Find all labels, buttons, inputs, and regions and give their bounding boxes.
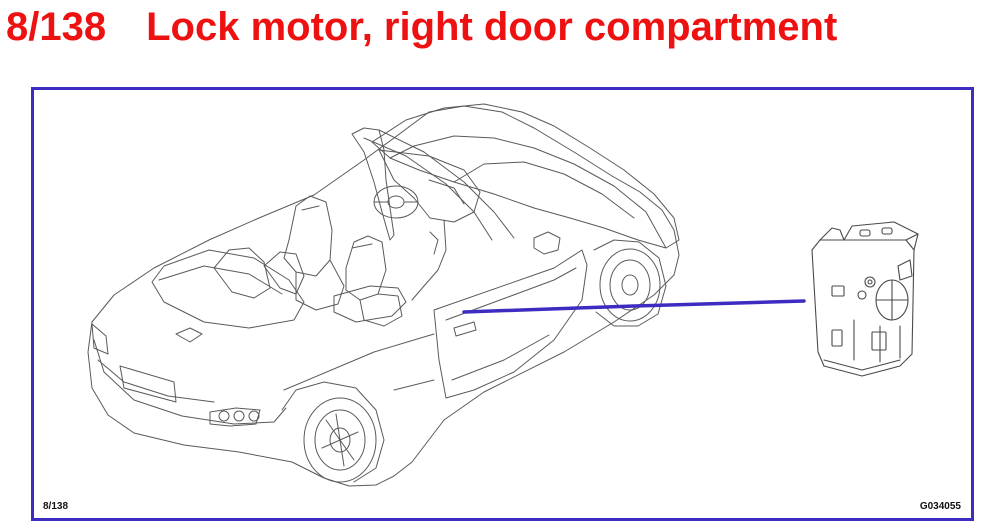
drawing-code-label: G034055 xyxy=(919,501,961,512)
lock-motor-housing-front xyxy=(811,239,915,377)
lock-motor-illustration xyxy=(811,221,919,377)
car-illustration xyxy=(87,103,680,487)
title-text: Lock motor, right door compartment xyxy=(146,5,838,49)
lock-motor-housing-top xyxy=(819,221,919,251)
car-side-mirror xyxy=(533,231,561,255)
car-front-door xyxy=(433,249,588,399)
car-tail-light-left xyxy=(91,323,109,355)
figure-reference-label: 8/138 xyxy=(43,501,69,512)
page-title: 8/138 Lock motor, right door compartment xyxy=(6,2,837,52)
car-dashboard xyxy=(378,149,481,223)
lock-motor-screw xyxy=(864,276,876,288)
car-door-handle xyxy=(453,321,477,337)
car-tail-light-right xyxy=(209,407,261,427)
car-soft-top xyxy=(371,103,680,249)
diagram-frame: 8/138 G034055 xyxy=(31,87,974,521)
car-front-wheel xyxy=(599,248,661,322)
car-windshield xyxy=(351,127,395,241)
car-license-plate xyxy=(119,365,177,403)
car-center-console xyxy=(333,285,407,323)
car-body-outline xyxy=(87,105,680,487)
car-front-wheel-arch xyxy=(593,239,667,327)
car-rear-wheel-arch xyxy=(281,381,385,483)
component-pointer-line xyxy=(462,299,806,314)
car-rear-bumper xyxy=(93,339,287,425)
car-front-seat-left xyxy=(283,195,333,277)
car-rear-deck xyxy=(151,249,305,329)
car-rear-emblem xyxy=(175,327,203,343)
car-rear-wheel xyxy=(303,397,377,483)
car-front-seat-right xyxy=(345,235,387,301)
diagram-canvas xyxy=(87,103,919,487)
title-figure-number: 8/138 xyxy=(6,5,107,49)
car-rear-seat xyxy=(213,247,271,299)
